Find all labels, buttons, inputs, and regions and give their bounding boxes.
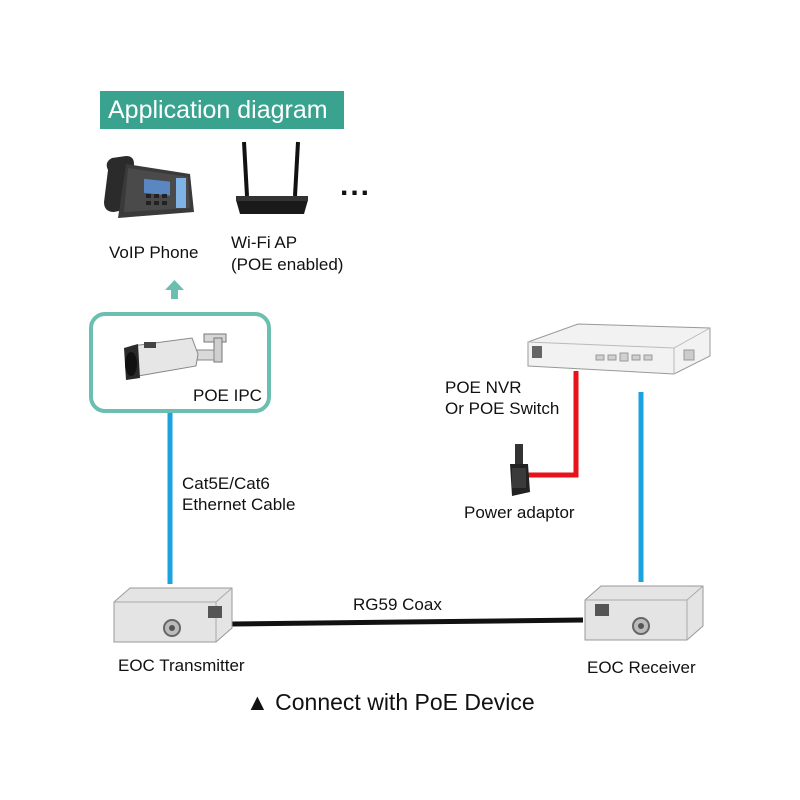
coax-cable-label: RG59 Coax bbox=[353, 595, 442, 614]
power-adaptor-label: Power adaptor bbox=[464, 503, 575, 522]
more-devices-ellipsis: ... bbox=[340, 169, 372, 202]
eoc-receiver-icon bbox=[584, 585, 704, 641]
poe-ipc-label: POE IPC bbox=[193, 386, 262, 405]
voip-phone-label: VoIP Phone bbox=[109, 243, 199, 262]
caption-triangle-icon: ▲ bbox=[246, 689, 269, 715]
nvr-label-line2: Or POE Switch bbox=[445, 399, 560, 418]
wifi-ap-label-line1: Wi-Fi AP bbox=[231, 233, 298, 252]
caption-text: Connect with PoE Device bbox=[275, 689, 535, 715]
power-cable-line bbox=[527, 371, 579, 478]
nvr-label-line1: POE NVR bbox=[445, 378, 522, 397]
diagram-title: Application diagram bbox=[100, 91, 344, 129]
poe-ipc-frame bbox=[89, 312, 271, 413]
coax-cable-line bbox=[231, 617, 584, 627]
caption: ▲ Connect with PoE Device bbox=[246, 689, 535, 716]
eoc-transmitter-icon bbox=[113, 587, 233, 643]
arrow-up-icon bbox=[165, 280, 184, 299]
ethernet-cable-label-line1: Cat5E/Cat6 bbox=[182, 474, 270, 493]
ethernet-cable-label-line2: Ethernet Cable bbox=[182, 495, 296, 514]
eoc-transmitter-label: EOC Transmitter bbox=[118, 656, 245, 675]
wifi-router-icon bbox=[236, 141, 308, 214]
eoc-receiver-label: EOC Receiver bbox=[587, 658, 696, 677]
poe-nvr-icon bbox=[527, 323, 711, 375]
wifi-ap-label-line2: (POE enabled) bbox=[231, 255, 344, 274]
voip-phone-icon bbox=[104, 156, 194, 218]
power-adaptor-icon bbox=[510, 444, 530, 496]
ip-camera-icon bbox=[124, 333, 227, 380]
